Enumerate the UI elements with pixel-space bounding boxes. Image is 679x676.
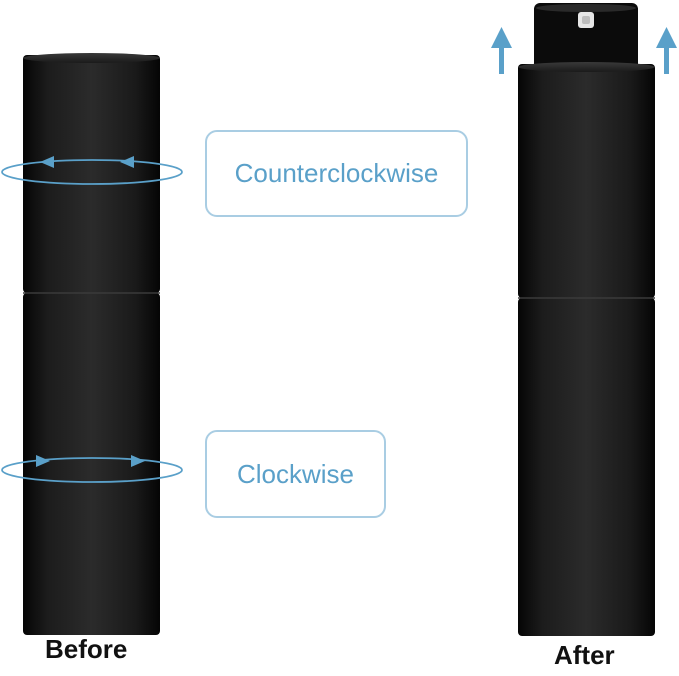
- spray-nozzle-hole: [582, 16, 590, 24]
- counterclockwise-label: Counterclockwise: [234, 158, 439, 188]
- clockwise-callout: Clockwise: [205, 430, 386, 518]
- bottle-before-upper-section: [23, 55, 160, 293]
- bottle-after-shoulder: [518, 62, 655, 72]
- clockwise-label: Clockwise: [236, 458, 355, 489]
- sprayer-head-top: [536, 4, 636, 12]
- bottle-before-lower-section: [23, 293, 160, 635]
- bottle-after-lower-section: [518, 298, 655, 636]
- counterclockwise-callout: Counterclockwise: [205, 130, 468, 217]
- bottle-before-cap-top: [23, 53, 160, 63]
- bottle-before: [23, 53, 160, 635]
- up-arrow-icon: [491, 27, 512, 74]
- before-caption: Before: [45, 634, 128, 664]
- after-caption: After: [554, 640, 615, 670]
- bottle-after: [518, 3, 655, 636]
- clockwise-rotation-arrow-icon: [1, 455, 183, 483]
- sprayer-head: [534, 3, 638, 71]
- up-arrow-icon: [656, 27, 677, 74]
- counterclockwise-rotation-arrow-icon: [1, 156, 183, 185]
- bottle-after-upper-section: [518, 64, 655, 298]
